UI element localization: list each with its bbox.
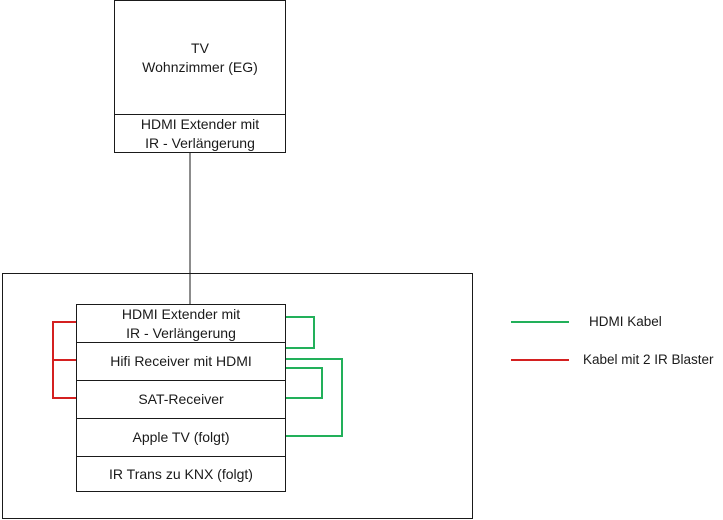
hdmi-cable-receiver-sat — [285, 367, 323, 399]
legend-ir-label: Kabel mit 2 IR Blaster — [583, 352, 714, 367]
tv-hdmi-extender: HDMI Extender mit IR - Verlängerung — [114, 114, 286, 153]
tv-title: TV — [191, 39, 209, 56]
hdmi-cable-extender-receiver — [285, 316, 315, 349]
legend-hdmi-label: HDMI Kabel — [589, 314, 662, 329]
rack-apple-tv: Apple TV (folgt) — [76, 418, 286, 457]
tv-box: TV Wohnzimmer (EG) — [114, 0, 286, 115]
rack-sat-receiver: SAT-Receiver — [76, 380, 286, 419]
rack-hifi-receiver: Hifi Receiver mit HDMI — [76, 342, 286, 381]
hdmi-cable-receiver-appletv — [285, 358, 343, 437]
tv-location: Wohnzimmer (EG) — [142, 58, 258, 75]
rack-hdmi-extender: HDMI Extender mit IR - Verlängerung — [76, 304, 286, 343]
rack-ir-trans: IR Trans zu KNX (folgt) — [76, 456, 286, 492]
